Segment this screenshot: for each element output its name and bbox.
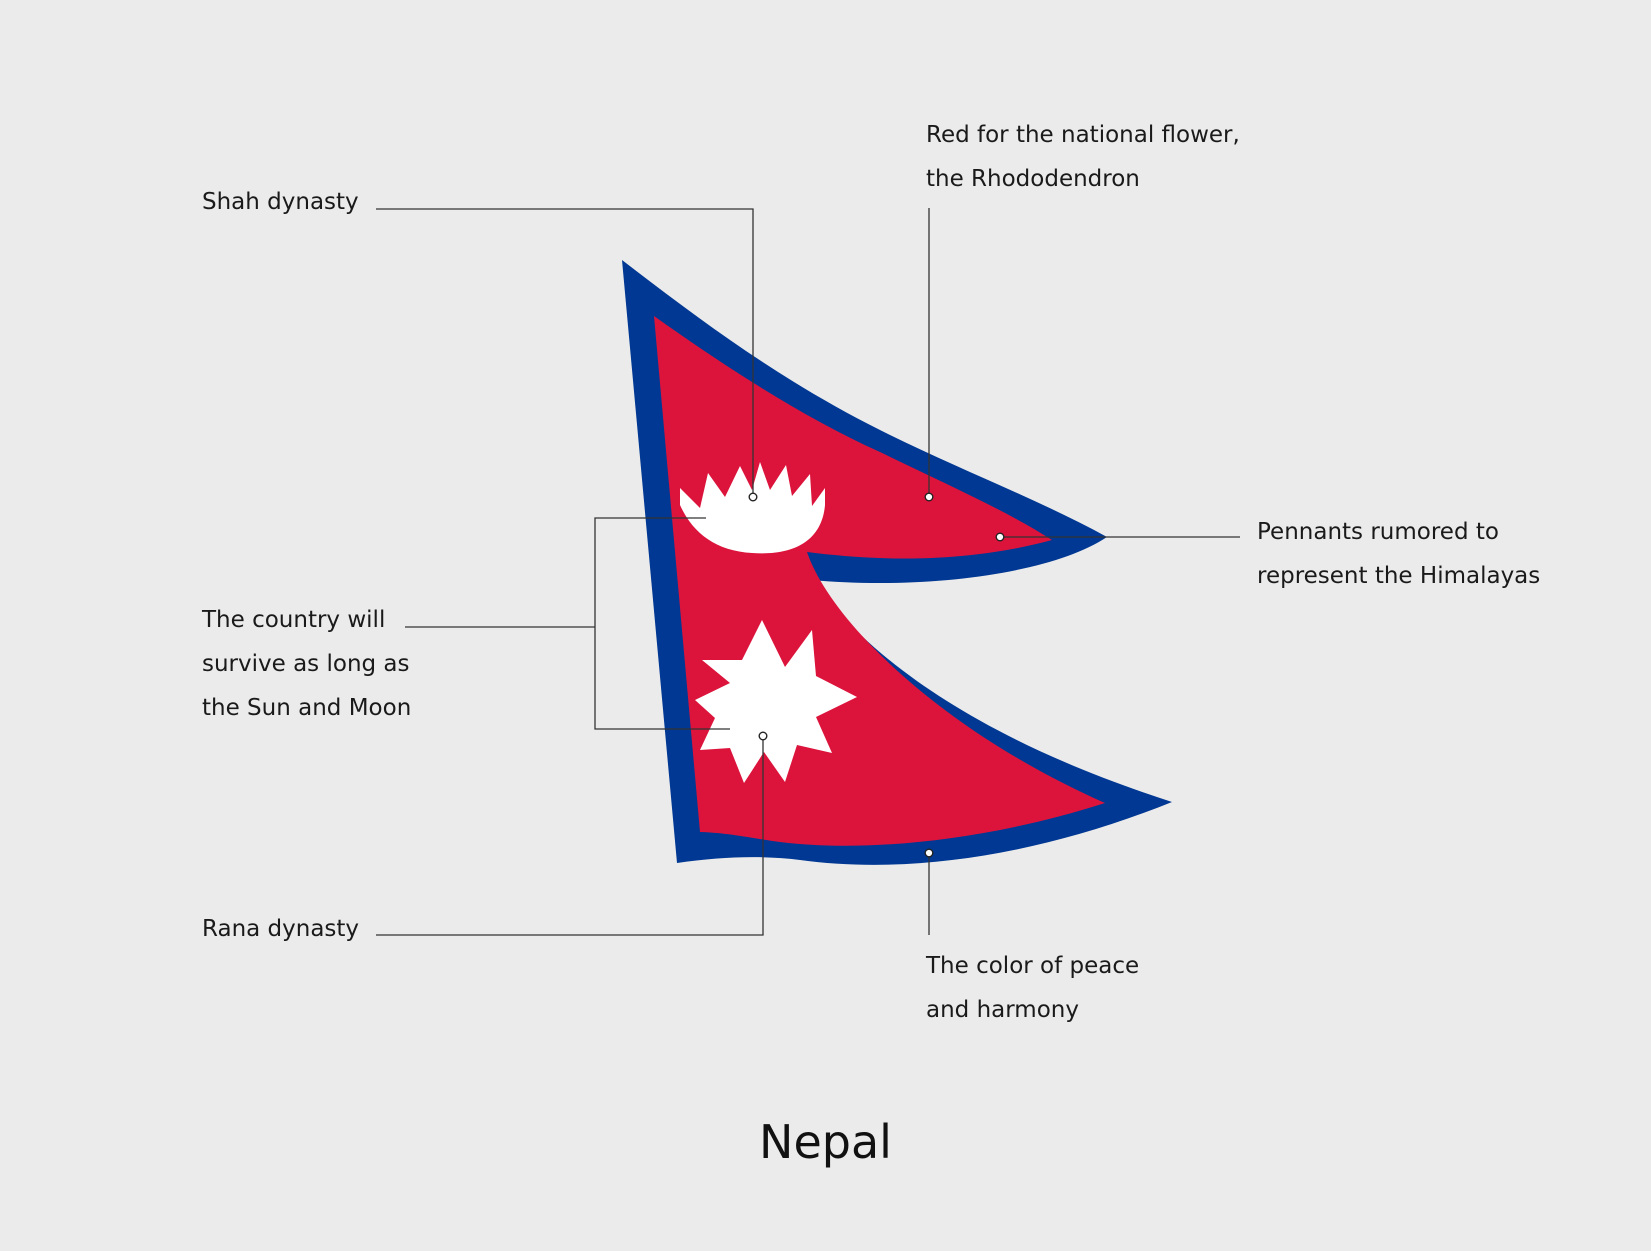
flag-caption: Nepal xyxy=(759,1115,892,1169)
annotation-rana-dynasty: Rana dynasty xyxy=(202,907,359,951)
annotation-line: the Sun and Moon xyxy=(202,695,412,721)
leader-sun-moon-bracket xyxy=(594,517,730,730)
annotation-line: The country will xyxy=(202,607,386,633)
annotation-line: survive as long as xyxy=(202,651,410,677)
annotation-line: Rana dynasty xyxy=(202,916,360,942)
anchor-dot-shah xyxy=(748,492,758,502)
annotation-line: the Rhododendron xyxy=(926,166,1140,192)
annotation-line: Red for the national flower, xyxy=(926,122,1240,148)
anchor-dot-pennants xyxy=(995,532,1005,542)
anchor-dots xyxy=(748,492,1005,858)
annotation-sun-and-moon: The country will survive as long as the … xyxy=(202,598,411,730)
annotation-line: and harmony xyxy=(926,997,1079,1023)
sun-emblem xyxy=(695,620,857,783)
annotation-line: Pennants rumored to xyxy=(1257,519,1499,545)
annotation-line: represent the Himalayas xyxy=(1257,563,1541,589)
anchor-dot-blue xyxy=(924,848,934,858)
annotation-peace-harmony: The color of peace and harmony xyxy=(926,944,1139,1032)
annotation-pennants-himalayas: Pennants rumored to represent the Himala… xyxy=(1257,510,1540,598)
anchor-dot-rana xyxy=(758,731,768,741)
annotation-line: Shah dynasty xyxy=(202,189,359,215)
leader-shah xyxy=(376,208,754,497)
anchor-dot-red xyxy=(924,492,934,502)
leader-lines xyxy=(376,208,1240,936)
annotation-shah-dynasty: Shah dynasty xyxy=(202,180,359,224)
annotation-line: The color of peace xyxy=(926,953,1140,979)
annotation-red-rhododendron: Red for the national flower, the Rhodode… xyxy=(926,113,1240,201)
leader-rana xyxy=(376,736,764,936)
moon-emblem xyxy=(680,462,825,554)
